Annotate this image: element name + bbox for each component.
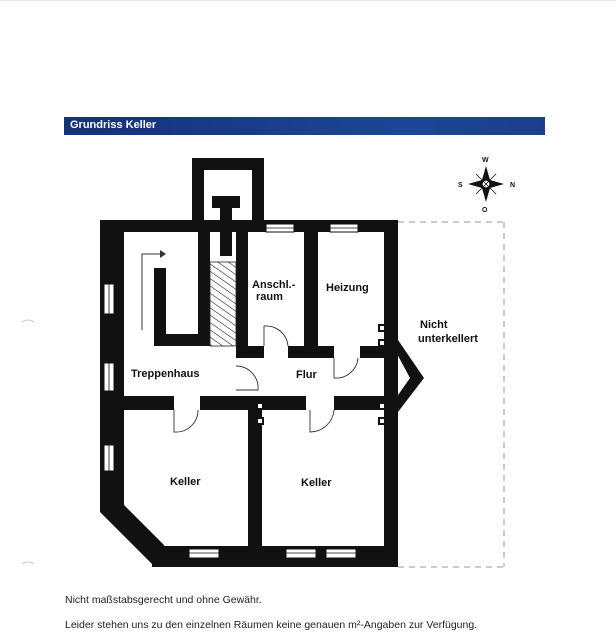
room-label-anschlussraum-2: raum [256,291,283,303]
disclaimer-note: Nicht maßstabsgerecht und ohne Gewähr. [65,594,262,606]
walls [100,158,424,567]
section-header-band: Grundriss Keller [64,117,545,135]
stair-arrow-head-icon [160,250,166,258]
stair-hatching [209,261,237,347]
compass-south-label: S [458,182,463,189]
area-info-note: Leider stehen uns zu den einzelnen Räume… [65,619,478,631]
section-title: Grundriss Keller [70,119,157,131]
compass-east-label: O [482,207,488,214]
room-label-treppenhaus: Treppenhaus [131,368,199,380]
scan-mark [21,319,35,323]
door-swings [173,325,359,433]
compass-rose-icon: W O S N [458,157,515,214]
scan-mark [21,561,35,565]
unexcavated-area-outline [398,221,505,568]
room-label-anschlussraum-1: Anschl.- [252,279,296,291]
room-label-keller-left: Keller [170,476,201,488]
compass-west-label: W [482,157,489,164]
area-label-nicht: Nicht [420,319,448,331]
room-label-keller-right: Keller [301,477,332,489]
top-border-line [0,0,616,1]
room-label-heizung: Heizung [326,282,369,294]
columns [256,324,386,425]
stair-direction-line [141,253,160,330]
compass-north-label: N [510,182,515,189]
area-label-unterkellert: unterkellert [418,333,478,345]
room-label-flur: Flur [296,369,317,381]
